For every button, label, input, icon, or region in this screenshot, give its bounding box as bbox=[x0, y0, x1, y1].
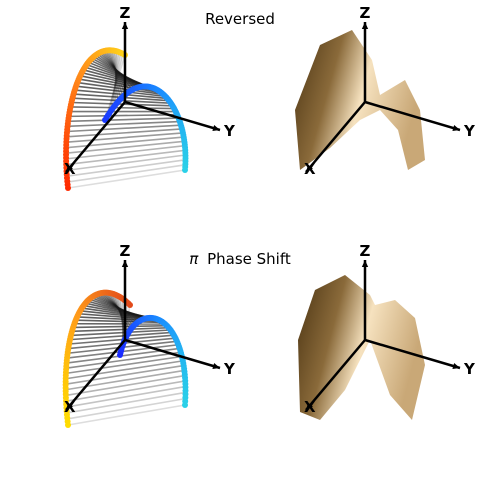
z-axis-arrowhead bbox=[361, 22, 369, 29]
y-axis bbox=[124, 338, 221, 370]
ruling-line bbox=[71, 326, 169, 333]
y-axis bbox=[364, 100, 461, 132]
z-axis-label: Z bbox=[120, 242, 131, 260]
ruling-line bbox=[109, 52, 122, 113]
ruling-line bbox=[74, 89, 168, 100]
y-axis bbox=[124, 100, 221, 132]
y-axis bbox=[364, 338, 461, 370]
rim-a-point bbox=[127, 302, 133, 308]
x-axis-arrowhead bbox=[306, 164, 313, 172]
ruling-line bbox=[68, 117, 179, 123]
ruling-line bbox=[65, 360, 183, 380]
row-1-title: Reversed bbox=[205, 10, 275, 28]
ruling-line bbox=[65, 144, 185, 160]
y-axis-label: Y bbox=[223, 360, 236, 378]
panel-phase-shift-surface: Z Y X bbox=[298, 242, 476, 420]
y-axis-arrowhead bbox=[212, 362, 220, 370]
ruling-line bbox=[67, 169, 186, 189]
ruling-line bbox=[68, 113, 178, 118]
ruling-line bbox=[109, 50, 124, 98]
row-2-title: π Phase Shift bbox=[189, 250, 291, 268]
ruling-line bbox=[104, 292, 135, 327]
x-axis-label: X bbox=[304, 160, 316, 178]
ruling-line bbox=[113, 50, 119, 103]
z-axis-arrowhead bbox=[361, 260, 369, 267]
ruling-line bbox=[65, 380, 186, 402]
ruling-line bbox=[78, 78, 162, 94]
z-axis-label: Z bbox=[360, 242, 371, 260]
x-axis bbox=[65, 339, 126, 411]
ruling-line bbox=[66, 149, 186, 166]
z-axis-arrowhead bbox=[121, 260, 129, 267]
x-axis bbox=[65, 101, 126, 173]
x-axis-label: X bbox=[64, 160, 76, 178]
ruling-line bbox=[70, 329, 171, 337]
ruling-line bbox=[67, 164, 186, 183]
ruling-line bbox=[66, 132, 183, 143]
y-axis-label: Y bbox=[463, 122, 476, 140]
ruling-line bbox=[108, 292, 131, 331]
ruling-line bbox=[118, 296, 126, 342]
x-axis-label: X bbox=[64, 398, 76, 416]
ruling-line bbox=[106, 292, 133, 329]
x-axis bbox=[305, 101, 366, 173]
ruling-line bbox=[66, 159, 186, 178]
ruling-line bbox=[114, 51, 118, 106]
ruling-line bbox=[73, 324, 167, 329]
ruling-line bbox=[107, 50, 126, 95]
x-axis-arrowhead bbox=[66, 402, 73, 410]
y-axis-label: Y bbox=[463, 360, 476, 378]
panel-reversed-ribbon: Z Y X bbox=[63, 4, 236, 191]
shaded-surface bbox=[295, 30, 425, 170]
y-axis-label: Y bbox=[223, 122, 236, 140]
ruling-line bbox=[67, 120, 180, 128]
x-axis-arrowhead bbox=[66, 164, 73, 172]
ruling-line bbox=[66, 351, 181, 369]
ruling-line bbox=[111, 50, 122, 100]
ruling-line bbox=[77, 81, 164, 96]
ruling-line bbox=[69, 334, 174, 345]
ruling-line bbox=[75, 319, 164, 324]
ruling-line bbox=[69, 331, 173, 341]
rim-b-point bbox=[182, 402, 188, 408]
ruling-line bbox=[75, 85, 166, 98]
z-axis-arrowhead bbox=[121, 22, 129, 29]
ruling-line bbox=[66, 128, 183, 138]
ruling-line bbox=[65, 355, 183, 375]
ruling-line bbox=[65, 140, 185, 155]
x-axis-arrowhead bbox=[306, 402, 313, 410]
ruling-line bbox=[121, 298, 124, 345]
ruling-line bbox=[106, 53, 124, 116]
panel-phase-shift-ribbon: Z Y X bbox=[62, 242, 236, 428]
ruling-line bbox=[66, 385, 186, 408]
y-axis-arrowhead bbox=[452, 362, 460, 370]
y-axis-arrowhead bbox=[452, 124, 460, 132]
ruling-line bbox=[70, 106, 175, 110]
row-2-title-text: Phase Shift bbox=[207, 250, 291, 268]
ruling-line bbox=[104, 54, 126, 121]
rim-b-point bbox=[182, 167, 188, 173]
ruling-line bbox=[66, 124, 181, 133]
ruling-line bbox=[65, 369, 185, 391]
ruling-line bbox=[66, 136, 184, 149]
z-axis-label: Z bbox=[120, 4, 131, 22]
z-axis-label: Z bbox=[360, 4, 371, 22]
row-2-title-pi: π bbox=[189, 250, 199, 268]
y-axis-arrowhead bbox=[212, 124, 220, 132]
x-axis-label: X bbox=[304, 398, 316, 416]
ruling-line bbox=[111, 51, 120, 109]
ruling-line bbox=[65, 364, 184, 385]
ruling-line bbox=[67, 404, 186, 426]
ruling-line bbox=[66, 391, 186, 414]
ruling-line bbox=[67, 397, 186, 420]
ruling-line bbox=[65, 374, 186, 397]
panel-reversed-surface: Z Y X bbox=[295, 4, 476, 178]
ruling-line bbox=[66, 154, 186, 172]
x-axis bbox=[305, 339, 366, 411]
